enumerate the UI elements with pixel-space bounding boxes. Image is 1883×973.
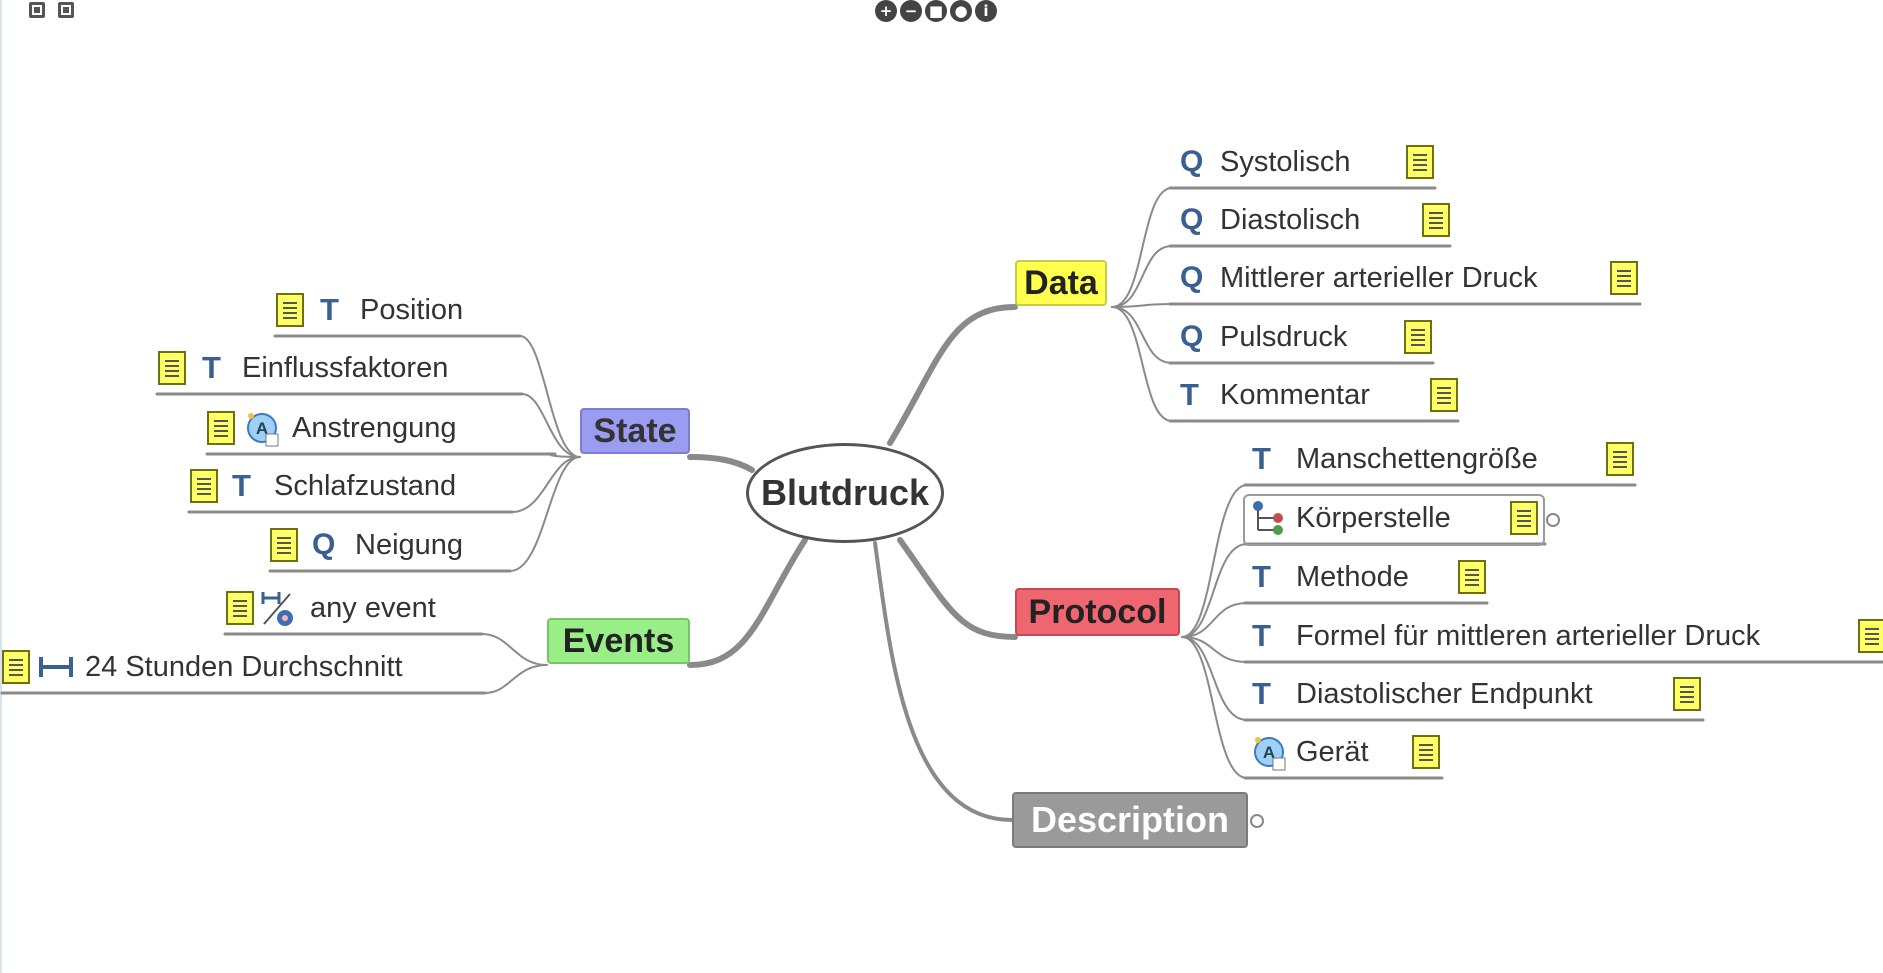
- leaf-systolisch-connector: [1111, 187, 1173, 308]
- leaf-pulsdruck-connector: [1111, 306, 1173, 364]
- leaf-neigung[interactable]: Neigung: [355, 529, 464, 561]
- leaf-anstrengung[interactable]: Anstrengung: [292, 412, 457, 444]
- leaf-pulsdruck[interactable]: Pulsdruck: [1220, 321, 1348, 353]
- leaf-geraet-type-icon: A: [1254, 737, 1286, 771]
- leaf-methode[interactable]: Methode: [1296, 561, 1409, 593]
- leaf-koerperstelle[interactable]: Körperstelle: [1296, 502, 1451, 534]
- window-alt-icon[interactable]: [58, 2, 74, 18]
- plus-icon[interactable]: +: [875, 0, 897, 22]
- leaf-einflussfaktoren-note-icon[interactable]: [158, 351, 186, 385]
- root-node[interactable]: Blutdruck: [746, 443, 944, 543]
- leaf-geraet-connector: [1181, 636, 1248, 779]
- leaf-diastolisch-connector: [1111, 245, 1173, 308]
- root-to-protocol-connector: [897, 537, 1018, 640]
- leaf-systolisch-note-icon[interactable]: [1406, 145, 1434, 179]
- leaf-einflussfaktoren-connector: [521, 393, 581, 458]
- leaf-any-event-type-icon: [261, 592, 293, 626]
- toolbar: +−■●i: [0, 0, 1883, 26]
- leaf-diastolisch-type-icon: Q: [1180, 203, 1204, 236]
- leaf-formel-fuer-mittleren-arterieller-druck-type-icon: T: [1252, 618, 1271, 653]
- leaf-diastolischer-endpunkt-type-icon: T: [1252, 676, 1271, 711]
- category-data[interactable]: Data: [1015, 260, 1107, 306]
- leaf-mittlerer-arterieller-druck-connector: [1111, 303, 1173, 308]
- leaf-geraet-note-icon[interactable]: [1412, 735, 1440, 769]
- leaf-position-note-icon[interactable]: [276, 293, 304, 327]
- svg-text:A: A: [1263, 743, 1275, 762]
- info-icon[interactable]: i: [975, 0, 997, 22]
- leaf-anstrengung-connector: [549, 453, 581, 458]
- leaf-mittlerer-arterieller-druck-note-icon[interactable]: [1610, 261, 1638, 295]
- leaf-diastolischer-endpunkt-note-icon[interactable]: [1673, 677, 1701, 711]
- leaf-any-event-connector: [481, 633, 548, 666]
- leaf-kommentar-type-icon: T: [1180, 377, 1199, 412]
- leaf-position-type-icon: T: [320, 292, 339, 327]
- leaf-24-stunden-durchschnitt-note-icon[interactable]: [2, 650, 30, 684]
- category-description[interactable]: Description: [1012, 792, 1248, 848]
- leaf-24-stunden-durchschnitt[interactable]: 24 Stunden Durchschnitt: [85, 651, 403, 683]
- leaf-neigung-connector: [509, 456, 581, 572]
- leaf-methode-connector: [1181, 602, 1248, 638]
- leaf-neigung-type-icon: Q: [312, 528, 336, 561]
- leaf-mittlerer-arterieller-druck[interactable]: Mittlerer arterieller Druck: [1220, 262, 1538, 294]
- leaf-any-event[interactable]: any event: [310, 592, 436, 624]
- leaf-position-connector: [519, 335, 581, 458]
- root-to-state-connector: [687, 454, 755, 473]
- leaf-diastolisch-note-icon[interactable]: [1422, 203, 1450, 237]
- leaf-24-stunden-durchschnitt-connector: [484, 664, 548, 694]
- leaf-systolisch-type-icon: Q: [1180, 145, 1204, 178]
- leaf-formel-fuer-mittleren-arterieller-druck-note-icon[interactable]: [1858, 619, 1883, 653]
- leaf-diastolischer-endpunkt[interactable]: Diastolischer Endpunkt: [1296, 678, 1593, 710]
- description-collapse-icon[interactable]: [1250, 814, 1264, 828]
- square-icon[interactable]: ■: [925, 0, 947, 22]
- leaf-manschettengroesse-connector: [1181, 484, 1248, 638]
- leaf-schlafzustand[interactable]: Schlafzustand: [274, 470, 457, 502]
- leaf-anstrengung-note-icon[interactable]: [207, 411, 235, 445]
- leaf-manschettengroesse-note-icon[interactable]: [1606, 442, 1634, 476]
- leaf-formel-fuer-mittleren-arterieller-druck[interactable]: Formel für mittleren arterieller Druck: [1296, 620, 1761, 652]
- leaf-kommentar[interactable]: Kommentar: [1220, 379, 1370, 411]
- category-state[interactable]: State: [580, 408, 690, 454]
- window-icon[interactable]: [29, 2, 45, 18]
- leaf-mittlerer-arterieller-druck-type-icon: Q: [1180, 261, 1204, 294]
- leaf-diastolischer-endpunkt-connector: [1181, 636, 1248, 721]
- leaf-einflussfaktoren[interactable]: Einflussfaktoren: [242, 352, 449, 384]
- svg-text:A: A: [256, 419, 268, 438]
- leaf-pulsdruck-note-icon[interactable]: [1404, 320, 1432, 354]
- minus-icon[interactable]: −: [900, 0, 922, 22]
- root-to-description-connector: [873, 541, 1014, 822]
- leaf-position[interactable]: Position: [360, 294, 464, 326]
- category-events[interactable]: Events: [547, 618, 690, 664]
- leaf-schlafzustand-type-icon: T: [232, 468, 251, 503]
- leaf-schlafzustand-note-icon[interactable]: [190, 469, 218, 503]
- leaf-methode-type-icon: T: [1252, 559, 1271, 594]
- leaf-systolisch[interactable]: Systolisch: [1220, 146, 1351, 178]
- leaf-anstrengung-type-icon: A: [247, 413, 279, 447]
- leaf-methode-note-icon[interactable]: [1458, 560, 1486, 594]
- leaf-koerperstelle-connector: [1181, 543, 1248, 638]
- leaf-manschettengroesse[interactable]: Manschettengröße: [1296, 443, 1538, 475]
- leaf-formel-fuer-mittleren-arterieller-druck-connector: [1181, 636, 1248, 663]
- selected-node-frame: [1243, 494, 1545, 546]
- leaf-schlafzustand-connector: [511, 456, 581, 513]
- leaf-koerperstelle-type-icon: [1253, 501, 1283, 535]
- leaf-neigung-note-icon[interactable]: [270, 528, 298, 562]
- leaf-koerperstelle-note-icon[interactable]: [1510, 501, 1538, 535]
- leaf-einflussfaktoren-type-icon: T: [202, 350, 221, 385]
- leaf-kommentar-note-icon[interactable]: [1430, 378, 1458, 412]
- leaf-diastolisch[interactable]: Diastolisch: [1220, 204, 1361, 236]
- root-to-data-connector: [887, 304, 1018, 446]
- root-to-events-connector: [687, 537, 808, 668]
- circle-icon[interactable]: ●: [950, 0, 972, 22]
- collapse-toggle-icon[interactable]: [1546, 513, 1560, 527]
- leaf-kommentar-connector: [1111, 306, 1173, 422]
- leaf-pulsdruck-type-icon: Q: [1180, 320, 1204, 353]
- leaf-any-event-note-icon[interactable]: [226, 591, 254, 625]
- category-protocol[interactable]: Protocol: [1015, 588, 1180, 636]
- leaf-24-stunden-durchschnitt-type-icon: [39, 657, 73, 677]
- leaf-manschettengroesse-type-icon: T: [1252, 441, 1271, 476]
- leaf-geraet[interactable]: Gerät: [1296, 736, 1369, 768]
